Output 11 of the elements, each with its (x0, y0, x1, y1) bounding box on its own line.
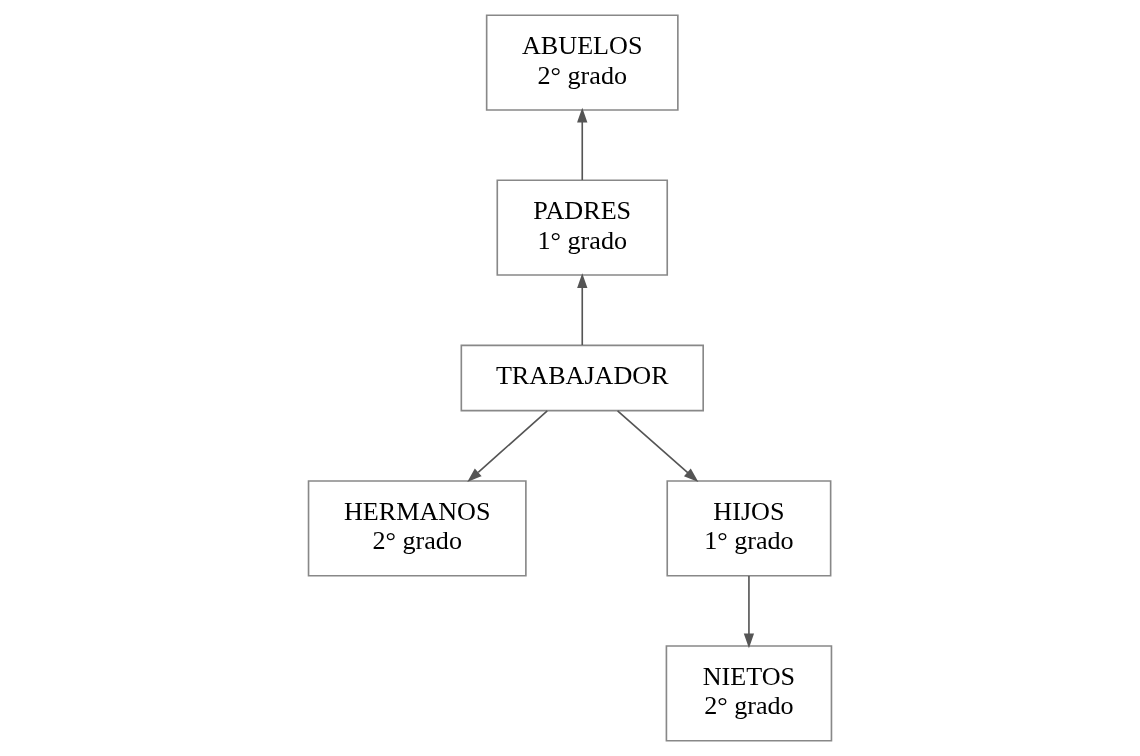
arrow (577, 273, 588, 346)
node-box: TRABAJADOR (460, 344, 704, 412)
arrow (616, 410, 699, 483)
node-box: NIETOS 2° grado (665, 645, 833, 742)
node-box: ABUELOS 2° grado (485, 14, 679, 111)
node-box: HERMANOS 2° grado (307, 480, 527, 577)
arrow (577, 107, 588, 181)
node-box: PADRES 1° grado (496, 179, 669, 276)
arrow (467, 410, 549, 483)
node-box: HIJOS 1° grado (666, 480, 832, 577)
arrow (743, 575, 755, 649)
